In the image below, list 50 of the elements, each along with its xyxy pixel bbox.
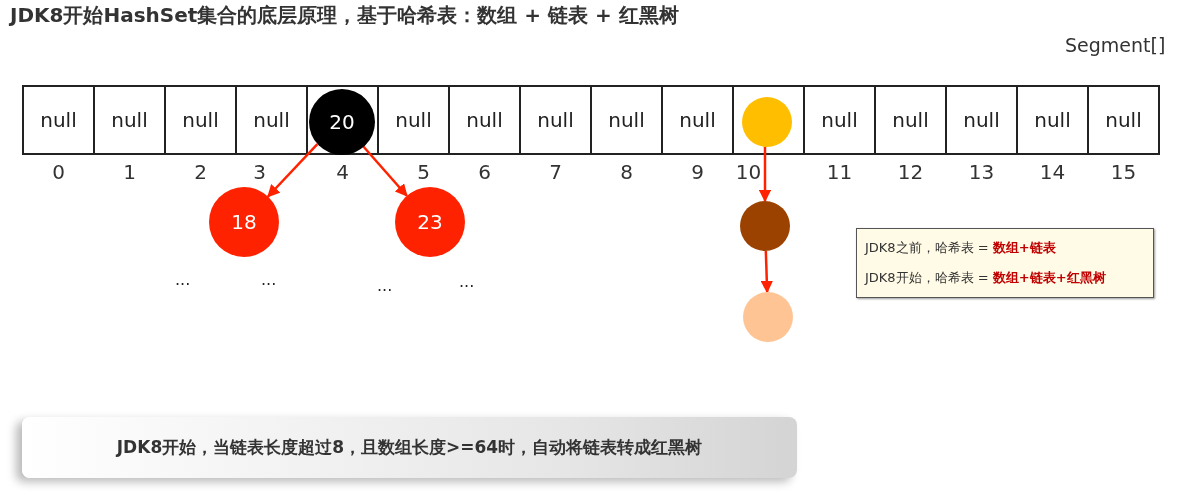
array-cell <box>732 85 805 155</box>
index-number: 14 <box>1038 160 1067 184</box>
index-number: 4 <box>335 160 350 184</box>
list-node-circle <box>740 201 790 251</box>
tree-node-circle: 20 <box>309 89 375 155</box>
title: JDK8开始HashSet集合的底层原理，基于哈希表：数组 + 链表 + 红黑树 <box>10 2 679 29</box>
index-number: 3 <box>252 160 267 184</box>
index-number: 0 <box>51 160 66 184</box>
list-node-circle <box>742 97 792 147</box>
array-cell: null <box>93 85 166 155</box>
ellipsis: ... <box>175 270 191 289</box>
index-number: 15 <box>1109 160 1138 184</box>
array-cell: null <box>803 85 876 155</box>
index-number: 13 <box>967 160 996 184</box>
note-text: JDK8之前，哈希表 = 数组+链表 <box>865 239 1057 257</box>
array-cell: null <box>377 85 450 155</box>
index-number: 7 <box>548 160 563 184</box>
array-cell: null <box>874 85 947 155</box>
array-cell: null <box>1087 85 1160 155</box>
index-number: 8 <box>619 160 634 184</box>
tree-node-circle: 23 <box>395 187 465 257</box>
array-cell: null <box>164 85 237 155</box>
arrow <box>760 250 774 294</box>
arrow <box>758 145 772 203</box>
caption-banner: JDK8开始，当链表长度超过8，且数组长度>=64时，自动将链表转成红黑树 <box>22 417 797 478</box>
array-cell: null <box>945 85 1018 155</box>
list-node-circle <box>743 292 793 342</box>
index-number: 5 <box>416 160 431 184</box>
note-box <box>856 228 1154 298</box>
index-number: 2 <box>193 160 208 184</box>
array-cell: null <box>235 85 308 155</box>
index-number: 11 <box>825 160 854 184</box>
array-label: Segment[] <box>1065 34 1166 56</box>
array-cell: null <box>1016 85 1089 155</box>
note-text: JDK8开始，哈希表 = 数组+链表+红黑树 <box>865 269 1107 287</box>
index-number: 10 <box>734 160 763 184</box>
tree-node-circle: 18 <box>209 187 279 257</box>
ellipsis: ... <box>377 276 393 295</box>
ellipsis: ... <box>459 272 475 291</box>
index-number: 9 <box>690 160 705 184</box>
array-cell: null <box>448 85 521 155</box>
index-number: 1 <box>122 160 137 184</box>
array-cell: null <box>661 85 734 155</box>
array-cell: null <box>519 85 592 155</box>
array-cell: null <box>22 85 95 155</box>
array-cell: null <box>590 85 663 155</box>
ellipsis: ... <box>261 270 277 289</box>
index-number: 12 <box>896 160 925 184</box>
index-number: 6 <box>477 160 492 184</box>
arrow <box>267 143 319 198</box>
